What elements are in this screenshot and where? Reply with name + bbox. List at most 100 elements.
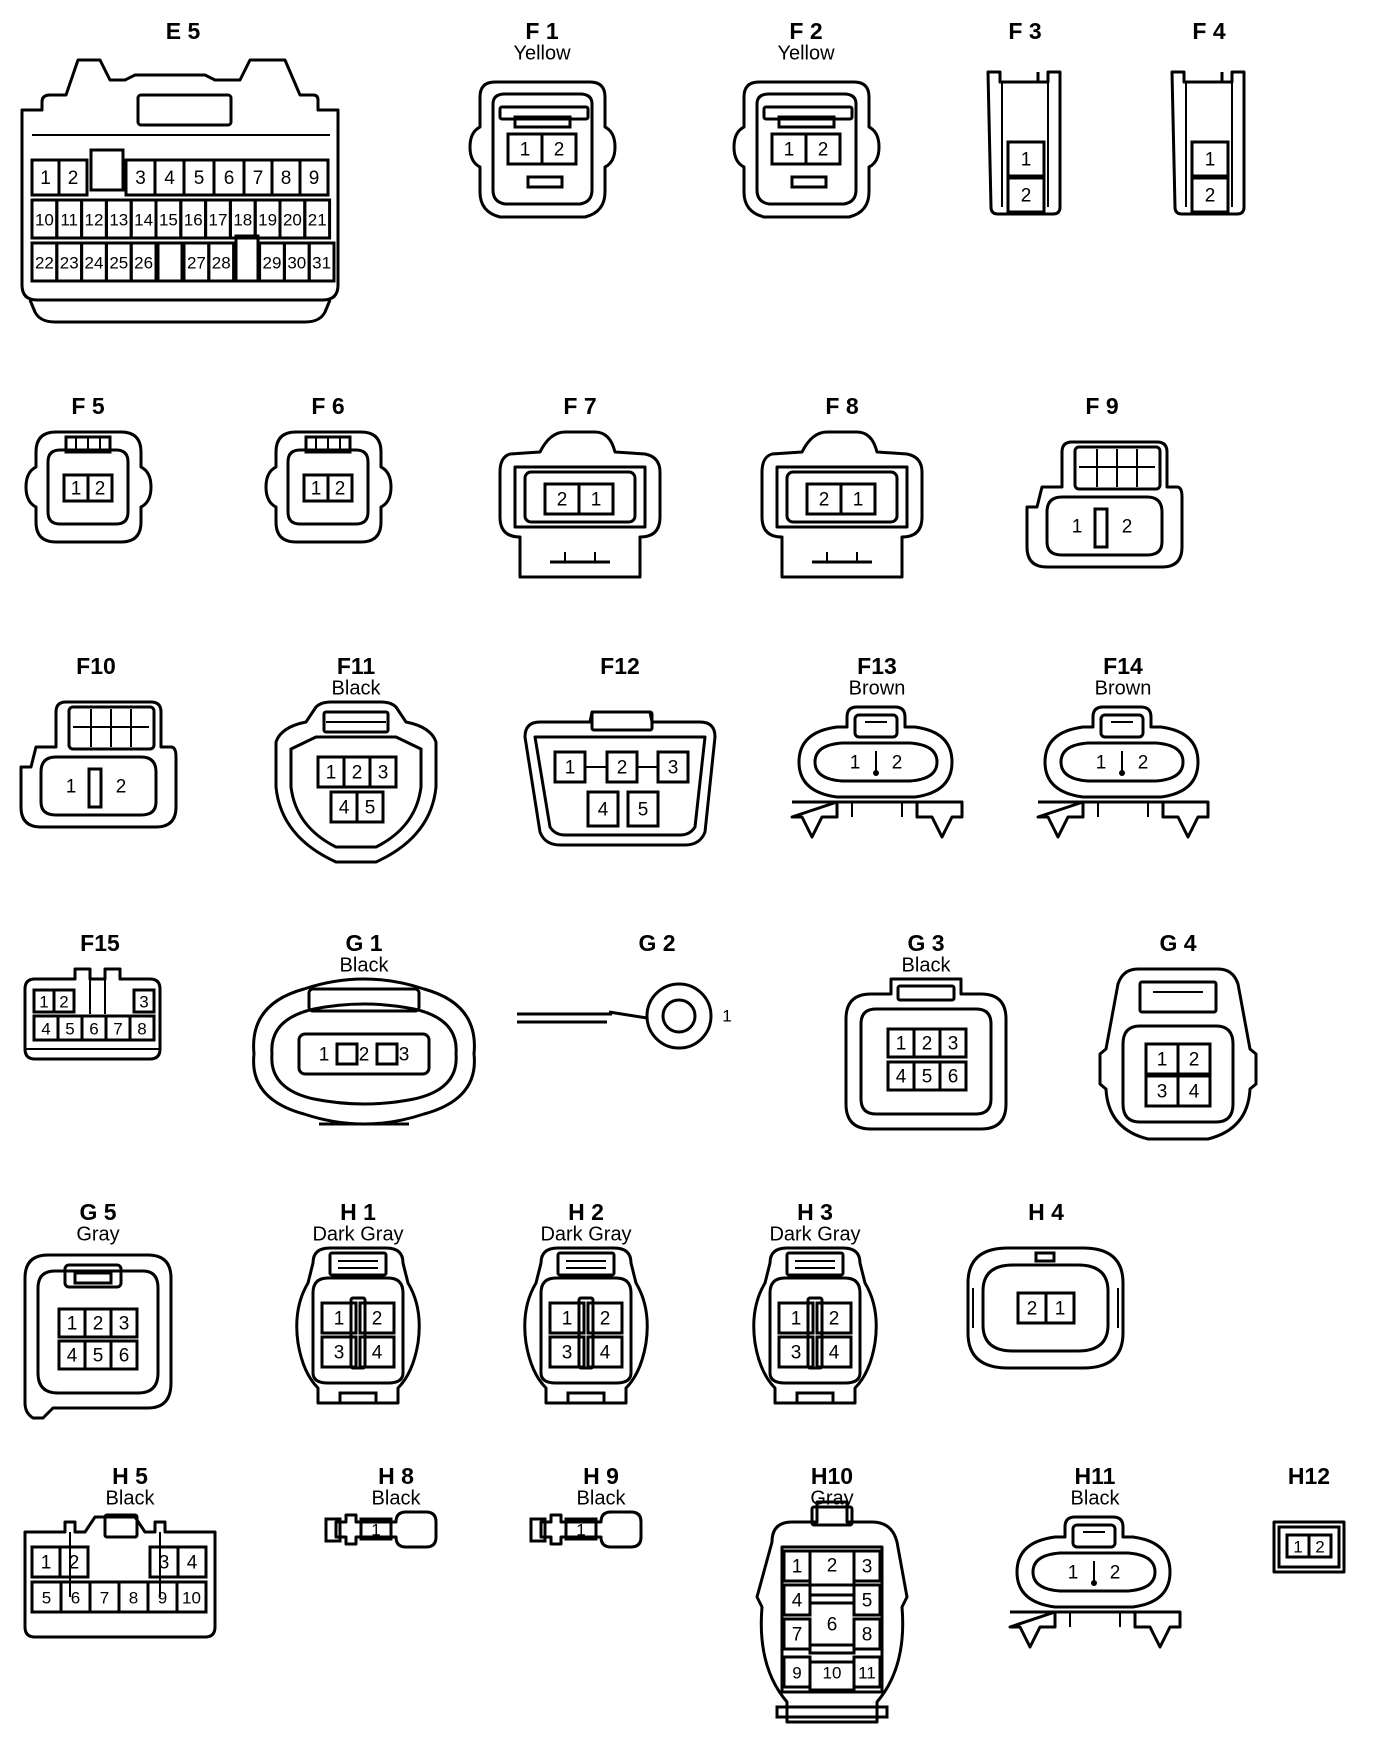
pin-number: 27: [187, 254, 206, 273]
connector-body: 1: [324, 1510, 438, 1549]
pin-number: 11: [858, 1664, 876, 1683]
pin-number: 1: [334, 1309, 345, 1330]
pin-number: 10: [182, 1589, 201, 1608]
pin-number: 5: [65, 1020, 74, 1039]
connector-color: Black: [577, 1488, 627, 1510]
pin-number: 2: [1021, 186, 1032, 207]
pin-number: 2: [819, 490, 830, 511]
pin-number: 3: [139, 993, 148, 1012]
pin-number: 29: [263, 254, 282, 273]
pin-number: 1: [576, 1521, 585, 1540]
connector-code: H 5: [112, 1463, 148, 1489]
pin-number: 20: [283, 211, 302, 230]
pin-number: 12: [85, 211, 104, 230]
pin-number: 28: [212, 254, 231, 273]
pin-number: 10: [35, 211, 54, 230]
connector-color: Brown: [1095, 678, 1152, 700]
pin-number: 4: [829, 1343, 840, 1364]
pin-number: 3: [159, 1553, 170, 1574]
pin-number: 6: [827, 1615, 838, 1636]
connector-color: Brown: [849, 678, 906, 700]
pin-number: 3: [378, 763, 389, 784]
pin-number: 16: [184, 211, 203, 230]
pin-number: 6: [119, 1346, 130, 1367]
connector-color: Black: [1071, 1488, 1121, 1510]
pin-number: 1: [67, 1314, 78, 1335]
pin-number: 2: [359, 1045, 370, 1066]
pin-number: 14: [134, 211, 153, 230]
connector-code: G 1: [345, 930, 382, 956]
pin-number: 2: [1189, 1050, 1200, 1071]
pin-number: 3: [948, 1034, 959, 1055]
pin-number: 8: [137, 1020, 146, 1039]
pin-number: 1: [784, 140, 795, 161]
pin-number: 2: [352, 763, 363, 784]
connector-color: Dark Gray: [769, 1224, 860, 1246]
pin-number: 4: [187, 1553, 198, 1574]
pin-number: 7: [792, 1625, 803, 1646]
connector-body: 12: [1170, 70, 1246, 216]
connector-color: Dark Gray: [312, 1224, 403, 1246]
pin-number: 2: [95, 479, 106, 500]
pin-number: 1: [1068, 1563, 1079, 1584]
connector-code: F12: [600, 653, 640, 679]
pin-number: 1: [66, 777, 77, 798]
connector-body: 12: [986, 70, 1062, 216]
connector-color: Gray: [76, 1224, 119, 1246]
connector-code: H 4: [1028, 1199, 1064, 1225]
pin-number: 8: [129, 1589, 138, 1608]
pin-number: 2: [1122, 517, 1133, 538]
connector-code: G 3: [907, 930, 944, 956]
pin-number: 1: [1055, 1299, 1066, 1320]
pin-number: 1: [853, 490, 864, 511]
pin-number: 2: [617, 758, 628, 779]
pin-number: 3: [862, 1557, 873, 1578]
pin-number: 1: [791, 1309, 802, 1330]
connector-code: G 4: [1159, 930, 1196, 956]
pin-number: 23: [60, 254, 79, 273]
connector-f3: F 312: [986, 18, 1062, 216]
connector-color: Black: [372, 1488, 422, 1510]
pin-number: 1: [1096, 753, 1107, 774]
pin-number: 19: [258, 211, 277, 230]
connector-code: F 4: [1192, 18, 1225, 44]
connector-code: F 1: [525, 18, 558, 44]
pin-number: 1: [39, 993, 48, 1012]
pin-number: 1: [1021, 150, 1032, 171]
connector-color: Yellow: [513, 43, 571, 65]
connector-body: 1: [517, 982, 732, 1050]
pin-number: 6: [71, 1589, 80, 1608]
connector-code: F 8: [825, 393, 858, 419]
pin-number: 4: [1189, 1082, 1200, 1103]
connector-code: F13: [857, 653, 897, 679]
pin-number: 11: [60, 211, 78, 230]
pin-number: 17: [209, 211, 228, 230]
pin-number: 5: [862, 1591, 873, 1612]
connector-code: F 3: [1008, 18, 1041, 44]
pin-number: 21: [308, 211, 327, 230]
pin-number: 18: [233, 211, 252, 230]
connector-code: H 9: [583, 1463, 619, 1489]
pin-number: 3: [791, 1343, 802, 1364]
pin-number: 7: [113, 1020, 122, 1039]
